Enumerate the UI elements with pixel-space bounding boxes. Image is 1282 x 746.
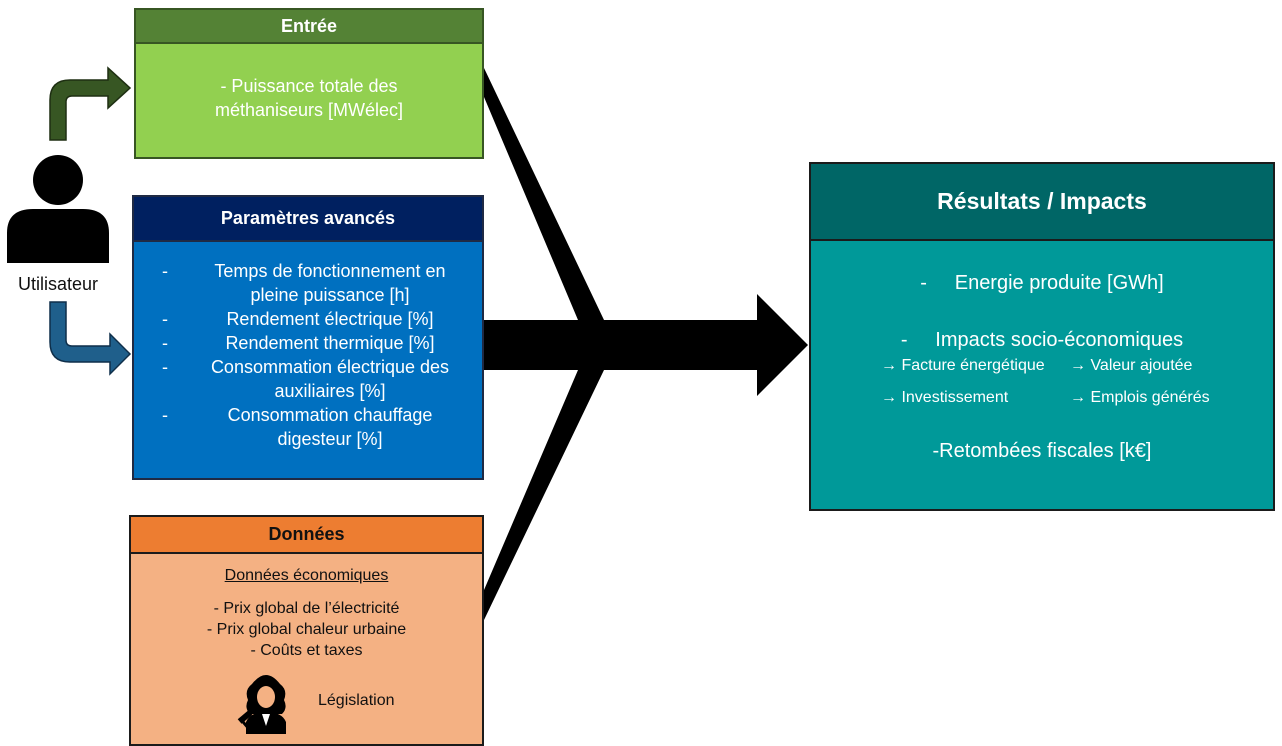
params-item-text: Temps de fonctionnement en pleine puissa… <box>196 259 482 307</box>
person-icon <box>7 155 109 263</box>
bent-arrow-down-icon <box>49 301 132 376</box>
resultats-title: Résultats / Impacts <box>811 164 1273 241</box>
donnees-list: - Prix global de l’électricité - Prix gl… <box>131 598 482 661</box>
params-title: Paramètres avancés <box>134 197 482 242</box>
bent-arrow-up-icon <box>49 66 132 141</box>
donnees-box: Données Données économiques - Prix globa… <box>129 515 484 746</box>
line: Consommation chauffage <box>227 405 433 425</box>
dash: - <box>162 405 168 425</box>
entree-line: méthaniseurs [MWélec] <box>214 100 404 120</box>
dash: - <box>162 261 168 281</box>
line: auxiliaires [%] <box>274 381 386 401</box>
dash: - <box>162 333 168 353</box>
params-item: - Rendement électrique [%] <box>134 307 482 331</box>
entree-line: - Puissance totale des <box>220 76 398 96</box>
line: digesteur [%] <box>277 429 383 449</box>
params-item-text: Consommation chauffage digesteur [%] <box>196 403 482 451</box>
entree-title: Entrée <box>136 10 482 44</box>
donnees-subtitle: Données économiques <box>224 567 389 584</box>
user-label: Utilisateur <box>17 274 99 294</box>
line: pleine puissance [h] <box>250 285 410 305</box>
legislation-label: Législation <box>318 692 395 709</box>
entree-box: Entrée - Puissance totale des méthaniseu… <box>134 8 484 159</box>
resultats-fiscal: -Retombées fiscales [k€] <box>932 440 1152 462</box>
params-item-text: Rendement thermique [%] <box>225 333 435 353</box>
donnees-body: Données économiques - Prix global de l’é… <box>131 554 482 744</box>
resultats-body: - Energie produite [GWh] - Impacts socio… <box>811 241 1273 509</box>
params-body: - Temps de fonctionnement en pleine puis… <box>134 242 482 478</box>
params-item: - Consommation électrique des auxiliaire… <box>134 355 482 403</box>
resultats-sub-item: → Valeur ajoutée <box>1070 357 1193 374</box>
resultats-impacts: - Impacts socio-économiques <box>900 329 1184 351</box>
donnees-item: - Coûts et taxes <box>250 642 363 659</box>
params-item: - Consommation chauffage digesteur [%] <box>134 403 482 451</box>
donnees-title: Données <box>131 517 482 554</box>
params-item-text: Rendement électrique [%] <box>226 309 434 329</box>
dash: - <box>162 357 168 377</box>
params-box: Paramètres avancés - Temps de fonctionne… <box>132 195 484 480</box>
entree-body: - Puissance totale des méthaniseurs [MWé… <box>136 44 482 157</box>
resultats-sub-item: → Investissement <box>881 389 1009 406</box>
resultats-sub-item: → Emplois générés <box>1070 389 1210 406</box>
donnees-item: - Prix global chaleur urbaine <box>206 621 407 638</box>
params-item: - Temps de fonctionnement en pleine puis… <box>134 259 482 307</box>
resultats-energie: - Energie produite [GWh] <box>920 272 1164 294</box>
line: Temps de fonctionnement en <box>214 261 446 281</box>
params-item: - Rendement thermique [%] <box>134 331 482 355</box>
judge-icon <box>237 675 286 734</box>
donnees-item: - Prix global de l’électricité <box>213 600 400 617</box>
line: Consommation électrique des <box>210 357 450 377</box>
resultats-sub-item: → Facture énergétique <box>881 357 1045 374</box>
params-item-text: Consommation électrique des auxiliaires … <box>196 355 482 403</box>
resultats-box: Résultats / Impacts - Energie produite [… <box>809 162 1275 511</box>
dash: - <box>162 309 168 329</box>
